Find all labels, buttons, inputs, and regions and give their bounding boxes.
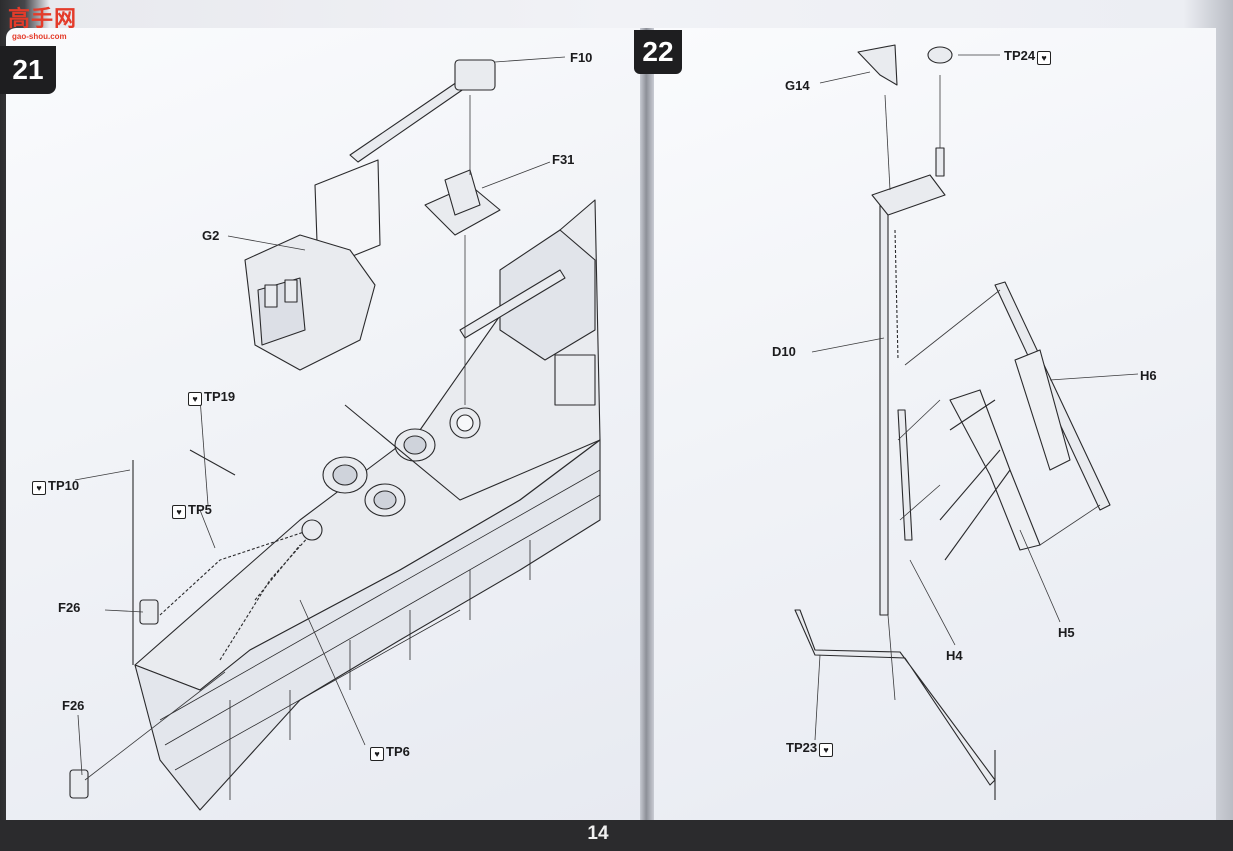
label-tp19: ♥TP19 bbox=[186, 389, 235, 406]
watermark-domain: gao-shou.com bbox=[12, 32, 67, 41]
site-watermark: 高手网 gao-shou.com bbox=[8, 6, 78, 42]
label-tp24: TP24♥ bbox=[1004, 48, 1053, 65]
heart-plaque-icon: ♥ bbox=[32, 481, 46, 495]
label-tp10: ♥TP10 bbox=[30, 478, 79, 495]
heart-plaque-icon: ♥ bbox=[188, 392, 202, 406]
page-left bbox=[6, 28, 646, 824]
step-22-badge: 22 bbox=[634, 30, 682, 74]
heart-plaque-icon: ♥ bbox=[819, 743, 834, 757]
label-f26-upper: F26 bbox=[58, 600, 81, 615]
label-f31: F31 bbox=[552, 152, 575, 167]
label-g2: G2 bbox=[202, 228, 220, 243]
page-right bbox=[650, 28, 1216, 824]
label-tp5: ♥TP5 bbox=[170, 502, 212, 519]
label-g14: G14 bbox=[785, 78, 810, 93]
footer-bar bbox=[0, 820, 1233, 851]
label-tp6: ♥TP6 bbox=[368, 744, 410, 761]
label-tp23: TP23♥ bbox=[786, 740, 835, 757]
watermark-brand: 高手网 bbox=[8, 6, 78, 31]
label-h4: H4 bbox=[946, 648, 963, 663]
label-h5: H5 bbox=[1058, 625, 1075, 640]
heart-plaque-icon: ♥ bbox=[172, 505, 186, 519]
label-h6: H6 bbox=[1140, 368, 1157, 383]
heart-plaque-icon: ♥ bbox=[370, 747, 384, 761]
heart-plaque-icon: ♥ bbox=[1037, 51, 1052, 65]
label-f10: F10 bbox=[570, 50, 593, 65]
booklet-spine bbox=[640, 28, 654, 824]
label-d10: D10 bbox=[772, 344, 796, 359]
label-f26-lower: F26 bbox=[62, 698, 85, 713]
step-21-badge: 21 bbox=[0, 46, 56, 94]
page-number: 14 bbox=[587, 823, 609, 844]
